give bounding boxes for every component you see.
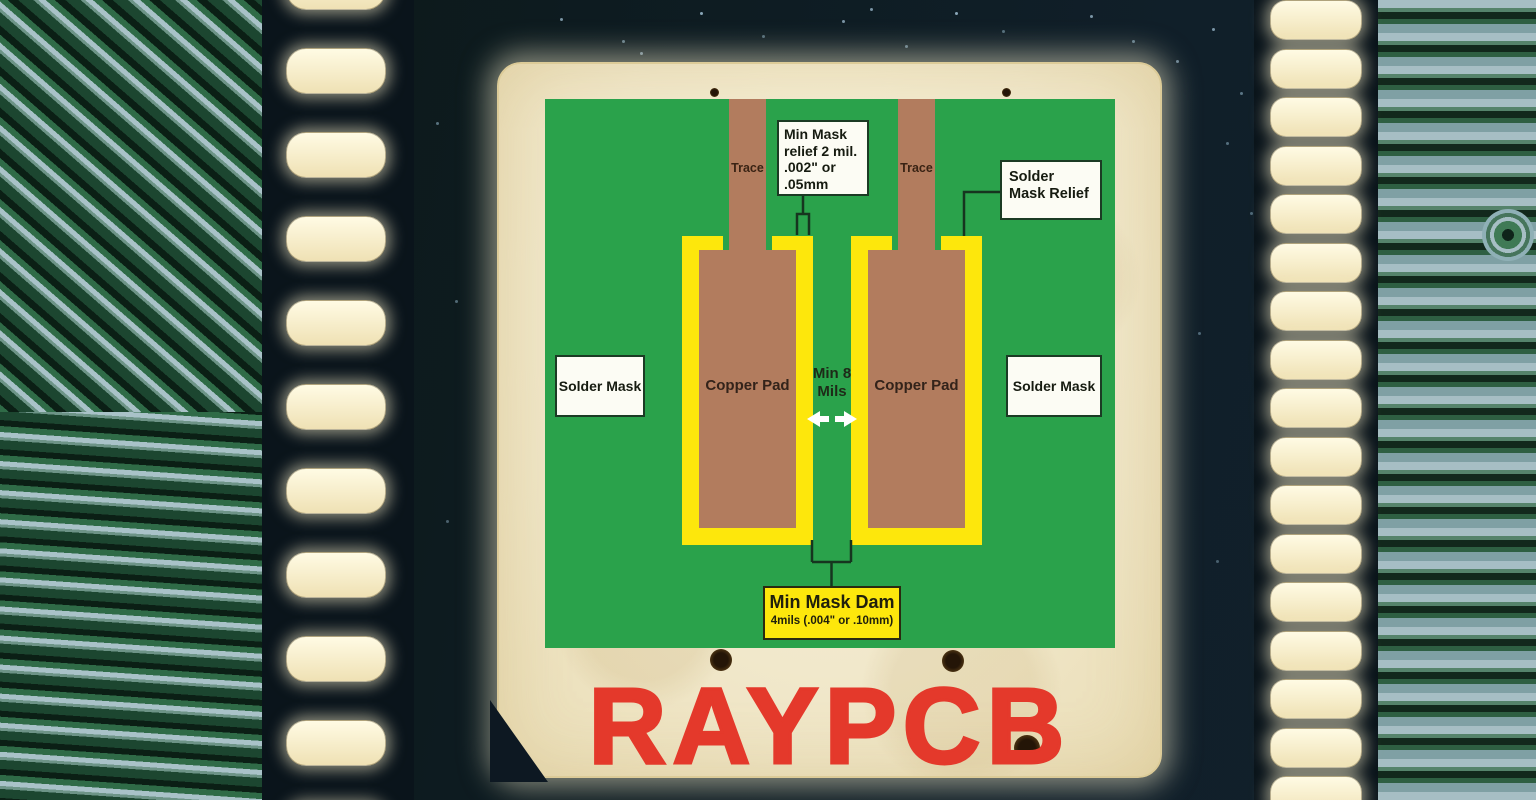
gap-arrow-right-icon: [835, 411, 857, 427]
drill-hole: [1002, 88, 1011, 97]
ic-pad: [286, 552, 386, 598]
ic-pad: [1270, 145, 1362, 186]
ic-pad: [1270, 339, 1362, 380]
ic-pad: [1270, 630, 1362, 671]
ic-pad: [286, 48, 386, 94]
drill-hole: [710, 88, 719, 97]
trace-right: Trace: [898, 99, 935, 250]
ic-pad: [1270, 194, 1362, 234]
copper-pad-left: Copper Pad: [699, 250, 796, 528]
ic-pad: [286, 720, 386, 766]
relief-pointer-bracket: [795, 212, 811, 235]
right-horizontal-traces: [1374, 0, 1536, 800]
ic-pad: [1270, 0, 1362, 40]
ic-pad: [286, 636, 386, 682]
left-pad-column: [262, 0, 414, 800]
ic-pad: [1270, 242, 1362, 283]
copper-pad-right: Copper Pad: [868, 250, 965, 528]
solder-mask-right-callout: Solder Mask: [1006, 355, 1102, 417]
via-pad: [1482, 209, 1534, 261]
ic-pad: [1270, 97, 1362, 137]
gap-arrow-left-icon: [807, 411, 829, 427]
ic-pad: [286, 216, 386, 262]
trace-right-label: Trace: [900, 161, 933, 175]
min-gap-label: Min 8 Mils: [812, 365, 852, 400]
ic-pad: [286, 468, 386, 514]
ic-pad: [1270, 776, 1362, 800]
min-mask-dam-callout: Min Mask Dam 4mils (.004" or .10mm): [763, 586, 901, 640]
raypcb-watermark: RAYPCB: [587, 665, 1071, 786]
left-horizontal-traces: [0, 412, 302, 800]
min-mask-dam-title: Min Mask Dam: [769, 592, 895, 612]
min-mask-dam-sub: 4mils (.004" or .10mm): [770, 614, 894, 627]
ic-pad: [1270, 485, 1362, 525]
solder-mask-left-callout: Solder Mask: [555, 355, 645, 417]
ic-pad: [1270, 582, 1362, 622]
ic-pad: [286, 0, 386, 10]
copper-pad-right-label: Copper Pad: [874, 377, 959, 394]
dust-specks: [0, 0, 3, 3]
solder-mask-relief-connector: [962, 190, 1000, 236]
mask-dam-bracket: [810, 540, 853, 586]
left-diagonal-traces: [0, 0, 296, 434]
min-mask-relief-callout: Min Mask relief 2 mil. .002" or .05mm: [777, 120, 869, 196]
copper-pad-left-label: Copper Pad: [705, 377, 790, 394]
trace-left: Trace: [729, 99, 766, 250]
right-pad-column: [1254, 0, 1378, 800]
solder-mask-diagram: Copper Pad Copper Pad Trace Trace Min 8 …: [545, 99, 1115, 648]
drill-hole: [710, 649, 732, 671]
drill-hole: [1014, 735, 1040, 761]
ic-pad: [1270, 679, 1362, 719]
ic-pad: [1270, 291, 1362, 331]
ic-pad: [1270, 48, 1362, 89]
ic-pad: [286, 384, 386, 430]
ic-pad: [1270, 727, 1362, 768]
ic-pad: [286, 300, 386, 346]
trace-left-label: Trace: [731, 161, 764, 175]
ic-pad: [286, 132, 386, 178]
solder-mask-relief-callout: Solder Mask Relief: [1000, 160, 1102, 220]
ic-pad: [1270, 388, 1362, 428]
annotation-lines: [795, 190, 1000, 586]
drill-hole: [942, 650, 964, 672]
ic-pad: [1270, 436, 1362, 477]
ic-pad: [1270, 533, 1362, 574]
